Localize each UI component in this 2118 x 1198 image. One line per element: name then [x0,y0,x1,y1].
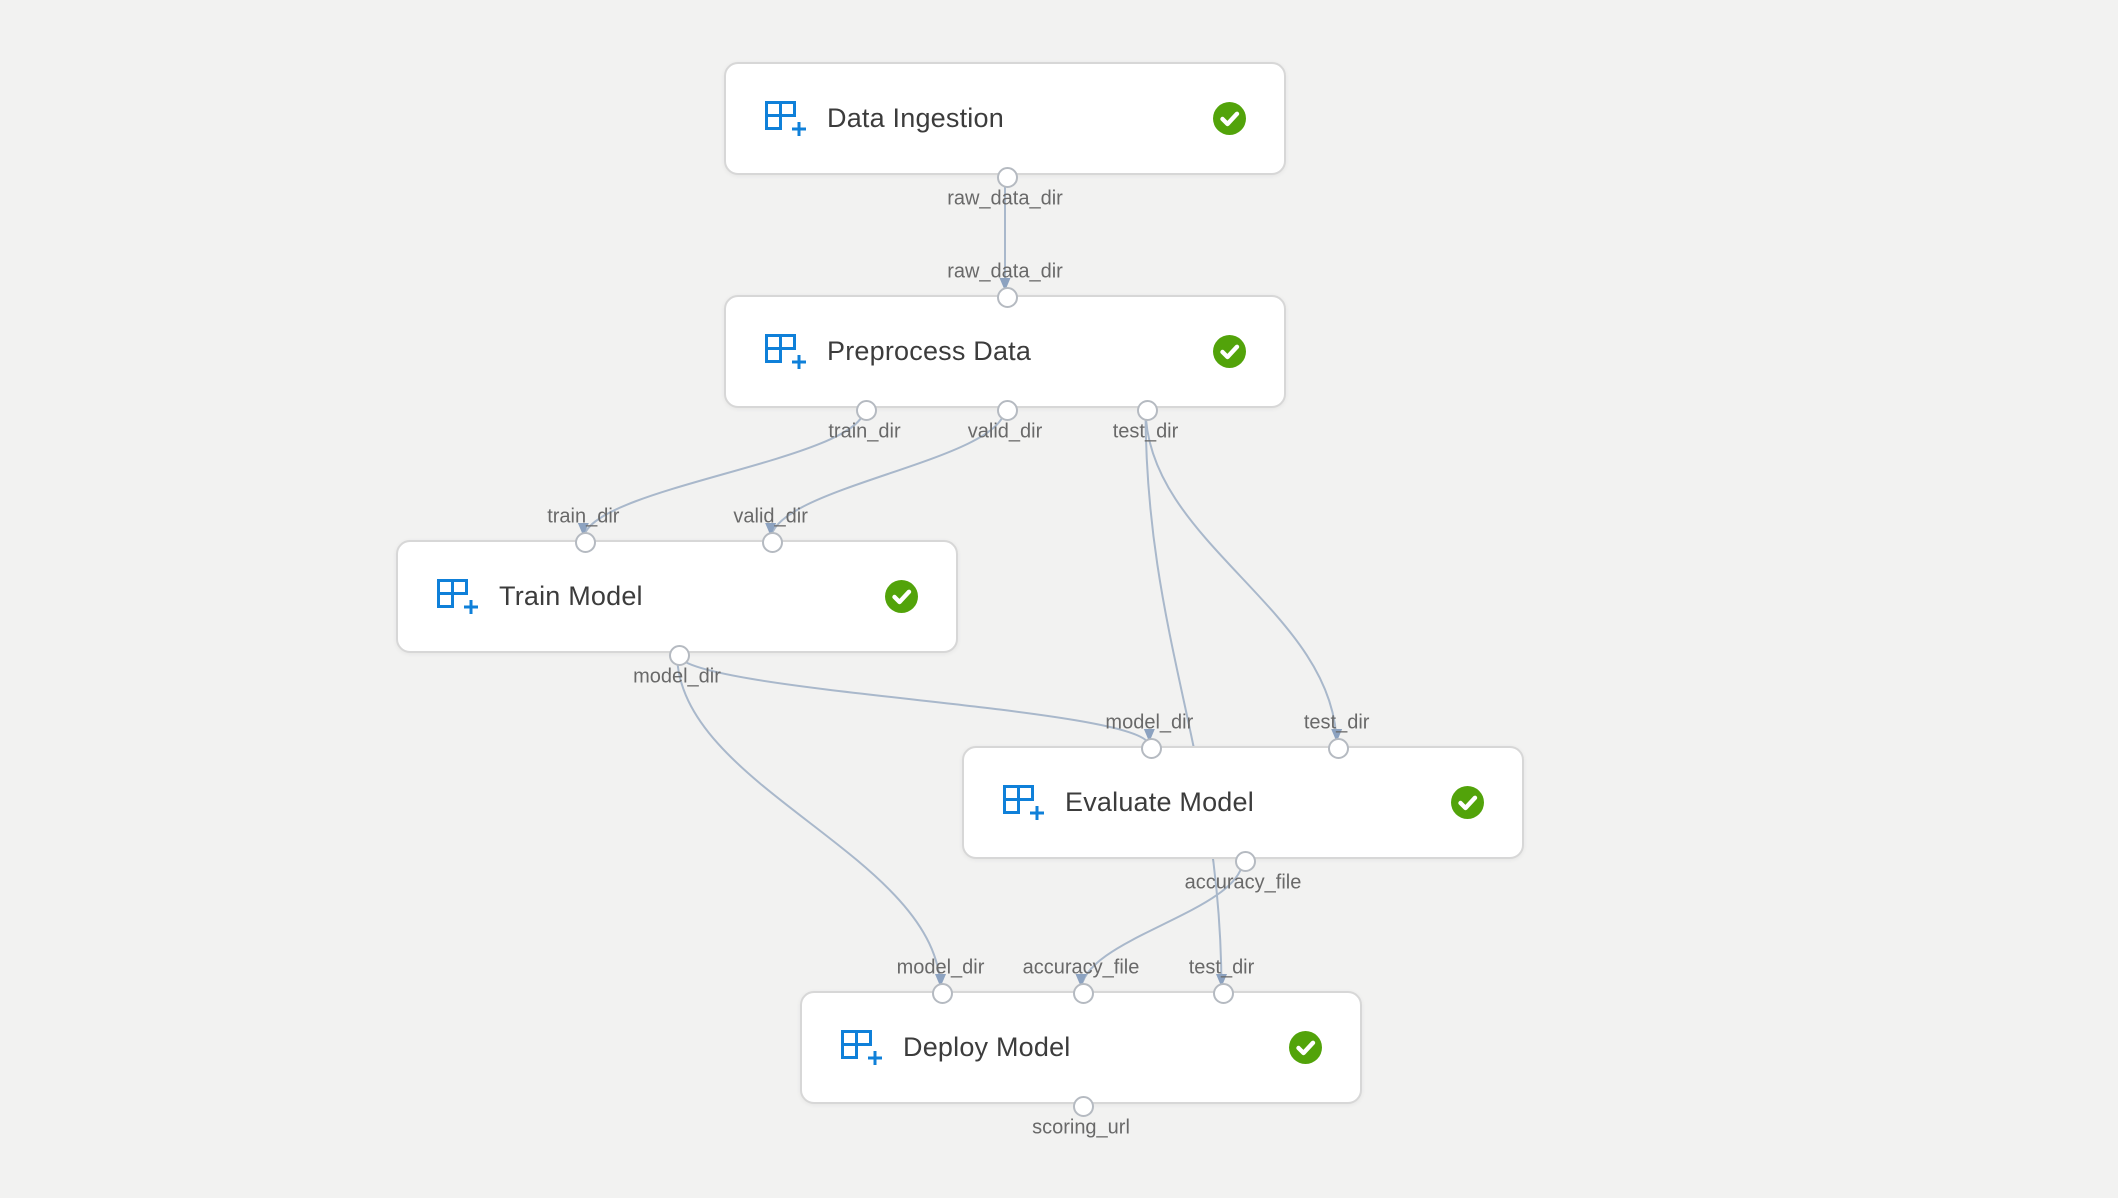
output-port-scoring_url[interactable] [1072,1095,1094,1117]
input-port-test_dir[interactable] [1328,737,1350,759]
edge-train-model.model_dir-to-deploy-model.model_dir[interactable] [676,652,942,992]
input-port-valid_dir[interactable] [762,531,784,553]
check-circle-icon [1213,335,1246,368]
output-port-valid_dir[interactable] [996,399,1018,421]
node-data-ingestion[interactable]: Data Ingestion [724,62,1286,188]
port-label-train_dir: train_dir [828,420,901,443]
input-port-model_dir[interactable] [932,982,953,1004]
port-label-test_dir: test_dir [1303,711,1370,734]
output-port-accuracy_file[interactable] [1234,850,1256,872]
node-deploy-model[interactable]: Deploy Model [800,982,1362,1117]
edge-preprocess-data.valid_dir-to-train-model.valid_dir[interactable] [769,407,1006,541]
edge-arrowhead-icon [999,278,1011,291]
edge-arrowhead-icon [765,523,777,536]
input-port-test_dir[interactable] [1213,982,1234,1004]
edge-train-model.model_dir-to-evaluate-model.model_dir[interactable] [676,652,1151,747]
port-label-scoring_url: scoring_url [1032,1116,1130,1139]
node-evaluate-model[interactable]: Evaluate Model [962,737,1524,872]
edge-preprocess-data.train_dir-to-train-model.train_dir[interactable] [582,407,866,541]
table-plus-icon [765,333,807,370]
node-title: Train Model [499,581,643,611]
table-plus-icon [1003,784,1045,821]
port-label-accuracy_file: accuracy_file [1184,871,1302,894]
port-label-raw_data_dir: raw_data_dir [947,187,1063,210]
edge-preprocess-data.test_dir-to-deploy-model.test_dir[interactable] [1144,407,1223,992]
edge-arrowhead-icon [577,523,589,536]
table-plus-icon [437,578,479,615]
check-circle-icon [1213,102,1246,135]
port-label-test_dir: test_dir [1188,956,1255,979]
edge-arrowhead-icon [1331,729,1343,742]
edge-arrowhead-icon [1216,974,1227,987]
port-label-model_dir: model_dir [633,665,721,688]
edge-evaluate-model.accuracy_file-to-deploy-model.accuracy_file[interactable] [1080,858,1244,992]
edge-arrowhead-icon [1143,729,1155,742]
node-title: Preprocess Data [827,336,1032,366]
port-label-valid_dir: valid_dir [967,420,1043,443]
check-circle-icon [885,580,918,613]
port-label-model_dir: model_dir [1105,711,1194,734]
edge-arrowhead-icon [1075,974,1087,987]
input-port-raw_data_dir[interactable] [996,286,1018,308]
input-port-accuracy_file[interactable] [1072,982,1094,1004]
port-label-valid_dir: valid_dir [733,505,808,528]
input-port-model_dir[interactable] [1140,737,1162,759]
output-port-model_dir[interactable] [668,644,690,666]
node-preprocess-data[interactable]: Preprocess Data [724,286,1286,421]
node-train-model[interactable]: Train Model [396,531,958,666]
input-port-train_dir[interactable] [574,531,596,553]
check-circle-icon [1451,786,1484,819]
port-label-model_dir: model_dir [896,956,985,979]
check-circle-icon [1289,1031,1322,1064]
table-plus-icon [841,1029,883,1066]
port-label-train_dir: train_dir [547,505,620,528]
port-label-test_dir: test_dir [1112,420,1179,443]
output-port-test_dir[interactable] [1137,399,1158,421]
edge-preprocess-data.test_dir-to-evaluate-model.test_dir[interactable] [1144,407,1338,747]
port-label-raw_data_dir: raw_data_dir [947,260,1063,283]
node-title: Evaluate Model [1065,787,1254,817]
node-title: Data Ingestion [827,103,1004,133]
output-port-train_dir[interactable] [856,399,877,421]
edge-arrowhead-icon [935,974,946,987]
node-title: Deploy Model [903,1032,1071,1062]
port-label-accuracy_file: accuracy_file [1022,956,1140,979]
table-plus-icon [765,100,807,137]
output-port-raw_data_dir[interactable] [996,166,1018,188]
